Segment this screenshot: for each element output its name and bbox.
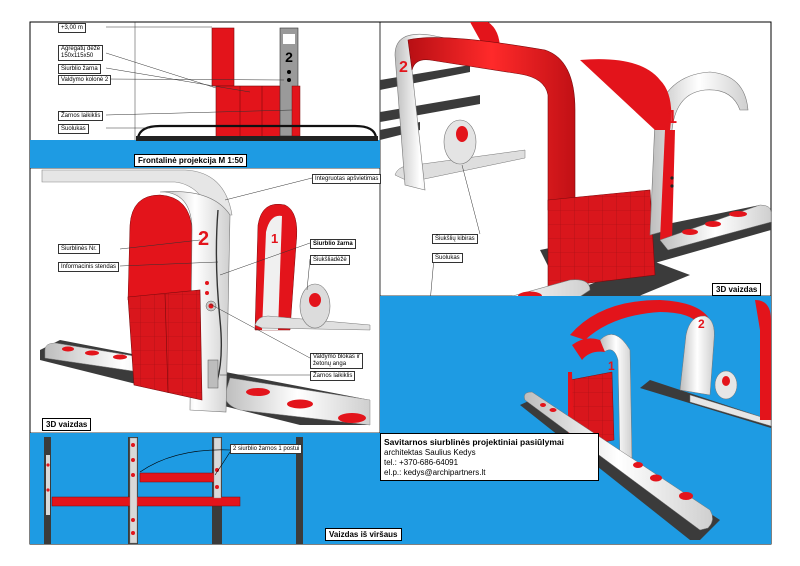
aggregate-tile-box [127, 289, 203, 401]
label-pump-hose: Siurblio žarna [58, 64, 101, 74]
caption-3d-b: 3D vaizdas [712, 283, 762, 296]
pump-hose [215, 209, 223, 386]
author-name: architektas Saulius Kedys [384, 448, 476, 457]
caption-3d-a: 3D vaizdas [42, 418, 92, 431]
front-bench-c [524, 391, 713, 531]
label-trash-can: Šiukšliadėžė [310, 255, 350, 265]
label-aggregate-box: Agregatų dėžė 150x115x50 [58, 45, 104, 61]
author-phone: tel.: +370-686-64091 [384, 458, 459, 467]
label-control-column: Valdymo kolonė 2 [58, 75, 112, 85]
svg-text:2: 2 [285, 49, 293, 65]
caption-frontal: Frontalinė projekcija M 1:50 [134, 154, 248, 167]
label-bench: Suolukas [58, 124, 89, 134]
view-3d-a [40, 169, 371, 426]
view-3d-c [380, 296, 772, 544]
label-trash-bucket: Šiukšlių kibiras [432, 234, 478, 244]
pump-number-1-b: 1 [667, 107, 678, 127]
tile-block-b [547, 189, 656, 289]
pump-number-1: 1 [271, 231, 279, 246]
label-pump-hose-3d: Siurblio žarna [310, 239, 356, 249]
label-integrated-lighting: Integruotas apšvietimas [312, 174, 382, 184]
trash-bucket [443, 119, 477, 165]
label-bench-3d: Suolukas [432, 253, 463, 263]
title-block: Savitarnos siurblinės projektiniai pasiū… [380, 433, 599, 481]
pump-number-2-b: 2 [399, 59, 408, 76]
caption-top-view: Vaizdas iš viršaus [325, 528, 402, 541]
label-hose-holder-3d: Žarnos laikiklis [310, 371, 356, 381]
frontal-column [211, 27, 235, 87]
label-control-block: Valdymo blokas ir žetonų anga [310, 353, 363, 369]
pump-number-1-c: 1 [608, 359, 615, 373]
label-info-stand: Informacinis stendas [58, 262, 120, 272]
base-dots-a [62, 346, 127, 360]
label-pump-number: Siurblinės Nr. [58, 244, 100, 254]
author-email: el.p.: kedys@archipartners.lt [384, 468, 486, 477]
frontal-projection: 2 [30, 22, 380, 168]
label-height-mark: +3,00 m [58, 23, 86, 33]
label-hose-holder: Žarnos laikiklis [58, 111, 104, 121]
frontal-bench [136, 124, 378, 139]
project-title: Savitarnos siurblinės projektiniai pasiū… [384, 437, 564, 447]
pump-number-2-c: 2 [698, 317, 705, 331]
red-canopy [407, 37, 576, 211]
label-two-hoses: 2 siurblio žarnos 1 postui [230, 444, 303, 454]
top-view [30, 433, 380, 544]
pump-number-2: 2 [198, 228, 210, 250]
